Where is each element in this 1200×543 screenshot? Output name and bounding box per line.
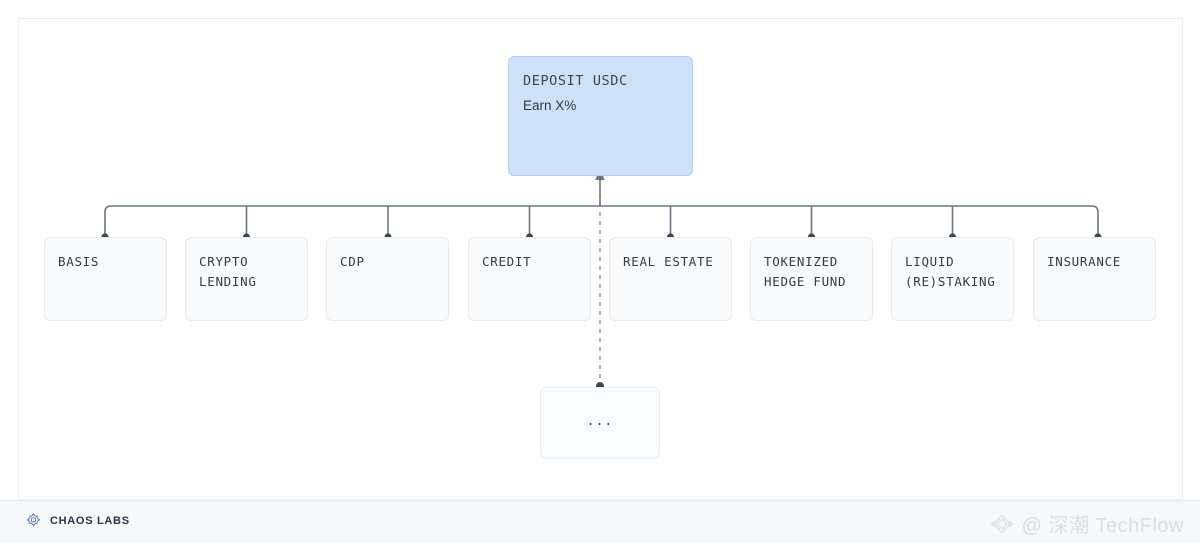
node-label: CREDIT: [482, 254, 532, 269]
node-crypto-lending[interactable]: CRYPTO LENDING: [185, 237, 308, 321]
node-insurance[interactable]: INSURANCE: [1033, 237, 1156, 321]
node-real-estate[interactable]: REAL ESTATE: [609, 237, 732, 321]
node-label: INSURANCE: [1047, 254, 1122, 269]
watermark-text: @ 深潮 TechFlow: [1021, 515, 1184, 537]
node-label: CDP: [340, 254, 365, 269]
node-deposit-usdc[interactable]: DEPOSIT USDC Earn X%: [508, 56, 693, 176]
diamond-logo-icon: [990, 514, 1013, 533]
chaos-labs-clover-icon: [26, 512, 41, 527]
edge-bus-horizontal: [104, 205, 1099, 237]
node-root-subtitle: Earn X%: [523, 97, 577, 113]
node-tokenized-hedge-fund[interactable]: TOKENIZED HEDGE FUND: [750, 237, 873, 321]
node-label: TOKENIZED HEDGE FUND: [764, 254, 847, 290]
node-credit[interactable]: CREDIT: [468, 237, 591, 321]
node-liquid-restaking[interactable]: LIQUID (RE)STAKING: [891, 237, 1014, 321]
footer-bar: CHAOS LABS @ 深潮 TechFlow: [0, 500, 1200, 543]
node-more-label: ...: [586, 413, 614, 429]
brand-name: CHAOS LABS: [50, 514, 130, 527]
node-label: CRYPTO LENDING: [199, 254, 257, 290]
node-more[interactable]: ...: [540, 387, 660, 459]
node-label: REAL ESTATE: [623, 254, 714, 269]
node-label: LIQUID (RE)STAKING: [905, 254, 996, 290]
node-basis[interactable]: BASIS: [44, 237, 167, 321]
diagram-canvas: DEPOSIT USDC Earn X% BASIS CRYPTO LENDIN…: [44, 56, 1156, 459]
watermark: @ 深潮 TechFlow: [989, 509, 1184, 538]
node-cdp[interactable]: CDP: [326, 237, 449, 321]
node-label: BASIS: [58, 254, 100, 269]
brand-logo: CHAOS LABS: [25, 512, 130, 529]
node-root-title: DEPOSIT USDC: [523, 73, 628, 89]
